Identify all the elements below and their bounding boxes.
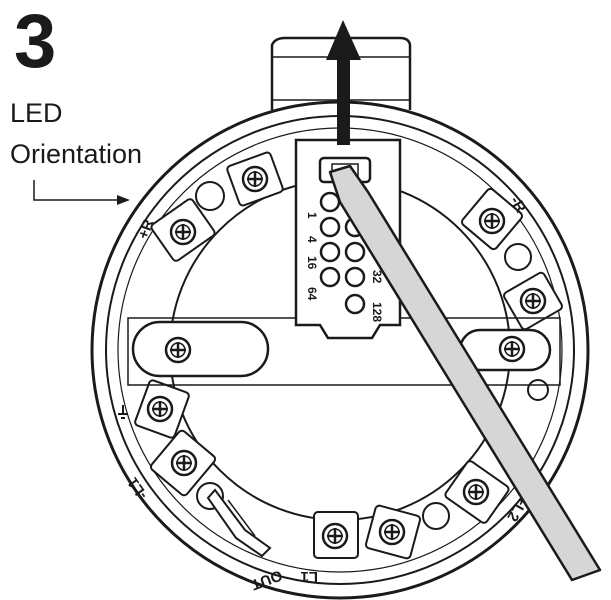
led-label: LED — [10, 98, 63, 128]
step-number: 3 — [14, 0, 57, 84]
terminal-label-plus-r: +R — [135, 217, 158, 241]
ground-icon — [118, 405, 128, 419]
switch-label-32: 32 — [370, 270, 384, 284]
switch-label-1: 1 — [305, 212, 319, 219]
orientation-label: Orientation — [10, 139, 143, 169]
up-arrow-icon — [326, 20, 361, 145]
pointer-arrow — [33, 180, 130, 205]
wire-clip — [206, 488, 272, 558]
switch-label-4: 4 — [305, 236, 319, 243]
terminal-label-l1: L1 — [300, 568, 318, 585]
screwdriver-icon — [328, 164, 602, 582]
address-dip-switch: 1 4 16 64 32 128 — [294, 138, 402, 340]
switch-label-128: 128 — [370, 302, 384, 322]
terminal-label-minus-r: -R — [507, 194, 530, 216]
switch-label-16: 16 — [305, 256, 319, 270]
switch-label-64: 64 — [305, 287, 319, 301]
